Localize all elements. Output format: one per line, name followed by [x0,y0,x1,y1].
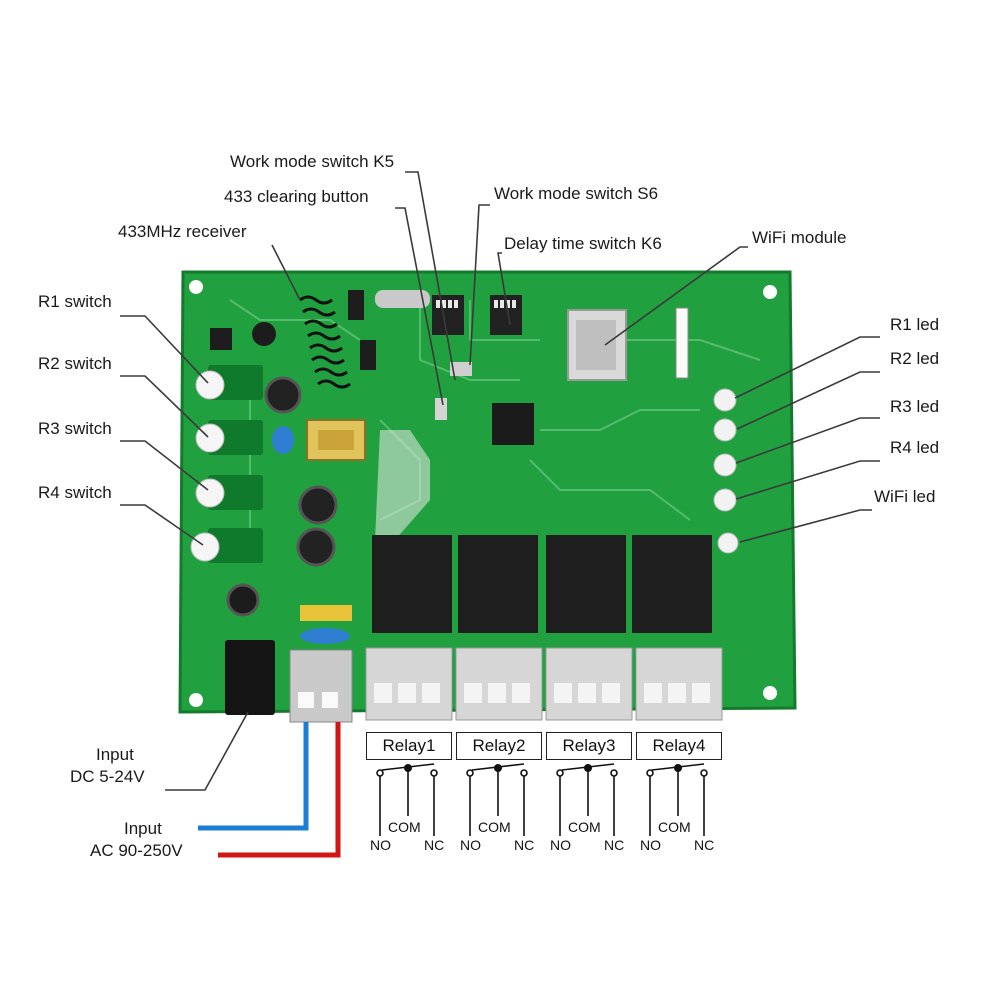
r2-switch-knob [195,423,225,453]
relay-2-pin-no: NO [460,837,481,853]
r3-led-part [713,453,737,477]
relay-1-pin-nc: NC [424,837,445,853]
relay-4-contact-symbol [646,763,708,836]
relay-4-pin-nc: NC [694,837,715,853]
relay-4-block [632,535,723,721]
relay-1-contact-symbol [376,763,438,836]
mount-hole [189,693,203,707]
capacitor [226,583,260,617]
relay-1-block [365,535,453,721]
ic-chip [348,290,364,320]
mcu-chip [492,403,534,445]
relay-1-pin-no: NO [370,837,391,853]
mount-hole [189,280,203,294]
ac-terminal-block [289,649,353,723]
capacitor [264,376,302,414]
wifi-led-part [717,532,739,554]
label-ac-input-line2: AC 90-250V [90,841,183,860]
label-work-mode-s6: Work mode switch S6 [494,184,659,203]
label-433-clearing-button: 433 clearing button [224,187,369,206]
capacitor [296,527,336,567]
capacitor [252,322,276,346]
label-r1-switch: R1 switch [38,292,112,311]
ac-neutral-wire [198,722,309,831]
ic-chip [360,340,376,370]
label-r2-switch: R2 switch [38,354,112,373]
mount-hole [763,686,777,700]
relay-3-pin-no: NO [550,837,571,853]
relay-2-contact-symbol [466,763,528,836]
label-wifi-led: WiFi led [874,487,936,506]
r4-led-part [713,488,737,512]
status-leds [713,388,739,554]
relay-3-contact-symbol [556,763,618,836]
relay-3-label: Relay3 [546,732,632,760]
label-delay-time-k6: Delay time switch K6 [504,234,662,253]
crystal [375,290,430,308]
relay-3-pin-com: COM [568,819,601,835]
relay-3-block [545,535,633,721]
label-r3-switch: R3 switch [38,419,112,438]
relay-2-pin-nc: NC [514,837,535,853]
label-ac-input-line1: Input [124,819,162,838]
ic-chip [450,362,472,376]
label-433mhz-receiver: 433MHz receiver [118,222,247,241]
label-wifi-module: WiFi module [752,228,847,247]
relay-2-label: Relay2 [456,732,542,760]
relay-1-pin-com: COM [388,819,421,835]
r4-switch-knob [190,532,220,562]
relay-2-block [455,535,543,721]
mount-hole [763,285,777,299]
dc-jack [225,640,275,715]
blue-capacitor [272,426,294,454]
isolation-slot [375,430,430,540]
relay-blocks [365,535,723,721]
r1-led-part [713,388,737,412]
ac-live-wire [218,722,341,858]
label-r3-led: R3 led [890,397,940,416]
pin-header [675,307,689,379]
relay-2-pin-com: COM [478,819,511,835]
clearing-button-part [435,398,447,420]
label-r2-led: R2 led [890,349,940,368]
leader-lines [120,171,880,791]
relay-contact-schematics [376,763,708,836]
ic-chip [210,328,232,350]
label-work-mode-k5: Work mode switch K5 [230,152,395,171]
relay-3-pin-nc: NC [604,837,625,853]
capacitor [298,485,338,525]
blue-capacitor [300,628,350,644]
relay-1-label: Relay1 [366,732,452,760]
antenna-coil [299,295,351,389]
label-r4-switch: R4 switch [38,483,112,502]
label-dc-input-line2: DC 5-24V [70,767,145,786]
film-capacitor [300,605,352,621]
label-r1-led: R1 led [890,315,940,334]
relay-4-label: Relay4 [636,732,722,760]
relay-4-pin-no: NO [640,837,661,853]
r2-led-part [713,418,737,442]
label-r4-led: R4 led [890,438,940,457]
label-dc-input-line1: Input [96,745,134,764]
relay-4-pin-com: COM [658,819,691,835]
